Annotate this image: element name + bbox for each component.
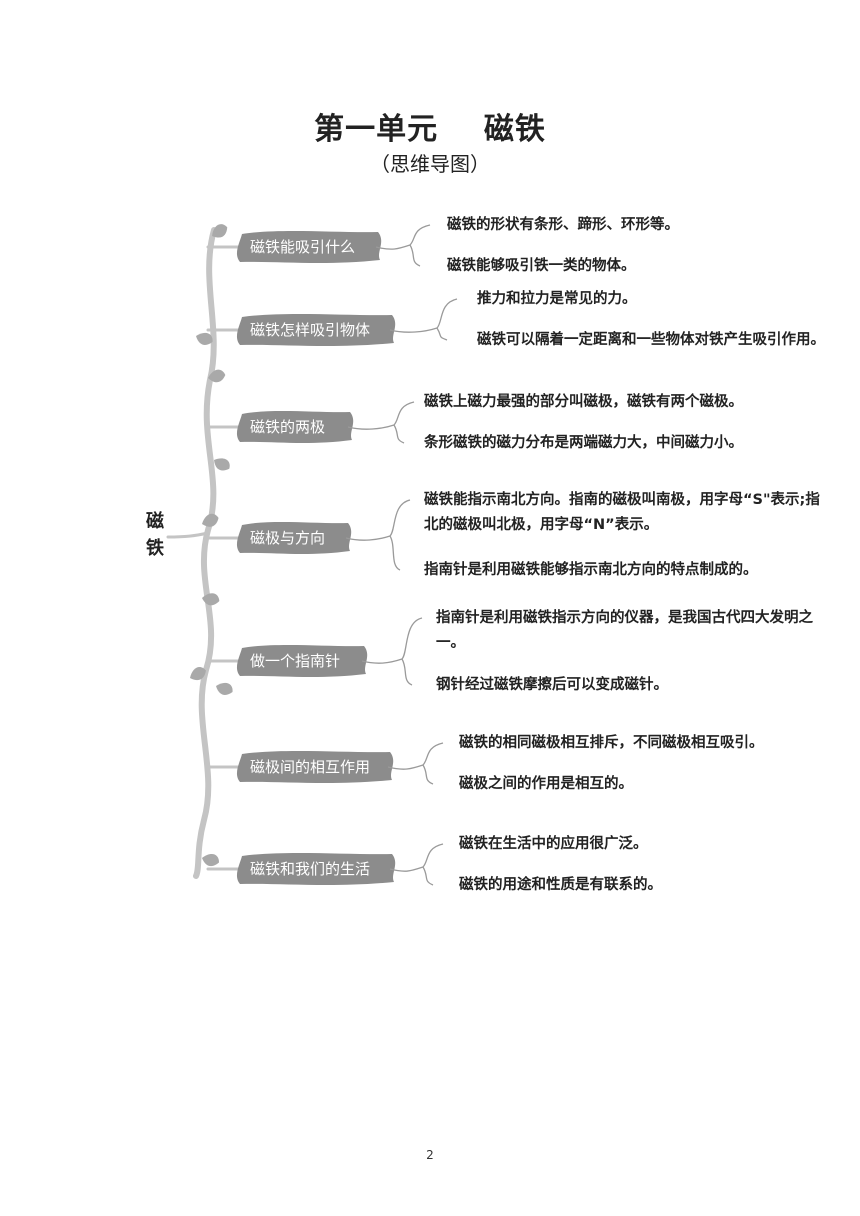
page-number: 2	[426, 1148, 434, 1162]
branch-point: 指南针是利用磁铁能够指示南北方向的特点制成的。	[424, 562, 758, 578]
branch-point: 磁极之间的作用是相互的。	[459, 776, 633, 792]
leaf-icon	[212, 224, 228, 238]
branch-bracket	[347, 401, 415, 444]
topic-blob	[236, 852, 396, 886]
branch-point: 磁铁能够吸引铁一类的物体。	[447, 258, 636, 274]
branch-point: 磁铁的用途和性质是有联系的。	[459, 877, 662, 893]
leaf-icon	[202, 513, 219, 527]
topic-blob	[236, 750, 394, 784]
root-connector	[166, 531, 210, 539]
branch-point: 磁铁的相同磁极相互排斥，不同磁极相互吸引。	[459, 735, 764, 751]
branch-point: 磁铁能指示南北方向。指南的磁极叫南极，用字母“S"表示;指北的磁极叫北极，用字母…	[424, 492, 820, 533]
branch-point: 指南针是利用磁铁指示方向的仪器，是我国古代四大发明之一。	[436, 610, 813, 651]
branch-bracket	[389, 298, 458, 341]
leaf-icon	[202, 854, 220, 867]
branch-point: 条形磁铁的磁力分布是两端磁力大，中间磁力小。	[424, 435, 743, 451]
branch-point: 钢针经过磁铁摩擦后可以变成磁针。	[436, 677, 668, 693]
topic-blob	[236, 410, 354, 444]
branch-point: 磁铁上磁力最强的部分叫磁极，磁铁有两个磁极。	[424, 394, 743, 410]
leaf-icon	[202, 593, 220, 606]
topic-label: 磁极间的相互作用	[250, 758, 371, 776]
topic-label: 磁铁和我们的生活	[250, 860, 371, 878]
topic-blob	[236, 313, 396, 347]
topic-label: 磁铁怎样吸引物体	[250, 321, 371, 339]
vine-stem	[193, 227, 217, 879]
root-char-1: 磁	[146, 511, 164, 532]
branch-point: 磁铁可以隔着一定距离和一些物体对铁产生吸引作用。	[477, 332, 825, 348]
page-title: 第一单元 磁铁	[314, 112, 546, 147]
branch-point: 磁铁在生活中的应用很广泛。	[459, 836, 648, 852]
branch-bracket	[345, 499, 411, 571]
leaf-icon	[214, 458, 230, 471]
branch-bracket	[389, 843, 444, 886]
topic-label: 磁铁的两极	[250, 418, 326, 436]
page-subtitle: （思维导图）	[370, 152, 490, 176]
mindmap-root: 磁 铁	[140, 508, 170, 562]
branch-point: 磁铁的形状有条形、蹄形、环形等。	[447, 217, 679, 233]
root-char-2: 铁	[146, 538, 164, 559]
topic-blob	[236, 521, 352, 555]
leaf-icon	[196, 332, 213, 345]
branch-bracket	[387, 742, 444, 785]
topic-label: 磁铁能吸引什么	[250, 238, 356, 256]
branch-bracket	[361, 617, 423, 686]
leaf-icon	[190, 666, 206, 681]
topic-blob	[236, 644, 368, 678]
leaf-icon	[216, 682, 233, 695]
branch-bracket	[375, 224, 431, 267]
leaf-icon	[208, 369, 226, 383]
branch-point: 推力和拉力是常见的力。	[477, 291, 637, 307]
topic-label: 磁极与方向	[250, 529, 326, 547]
topic-blob	[236, 230, 382, 264]
topic-label: 做一个指南针	[250, 652, 341, 670]
